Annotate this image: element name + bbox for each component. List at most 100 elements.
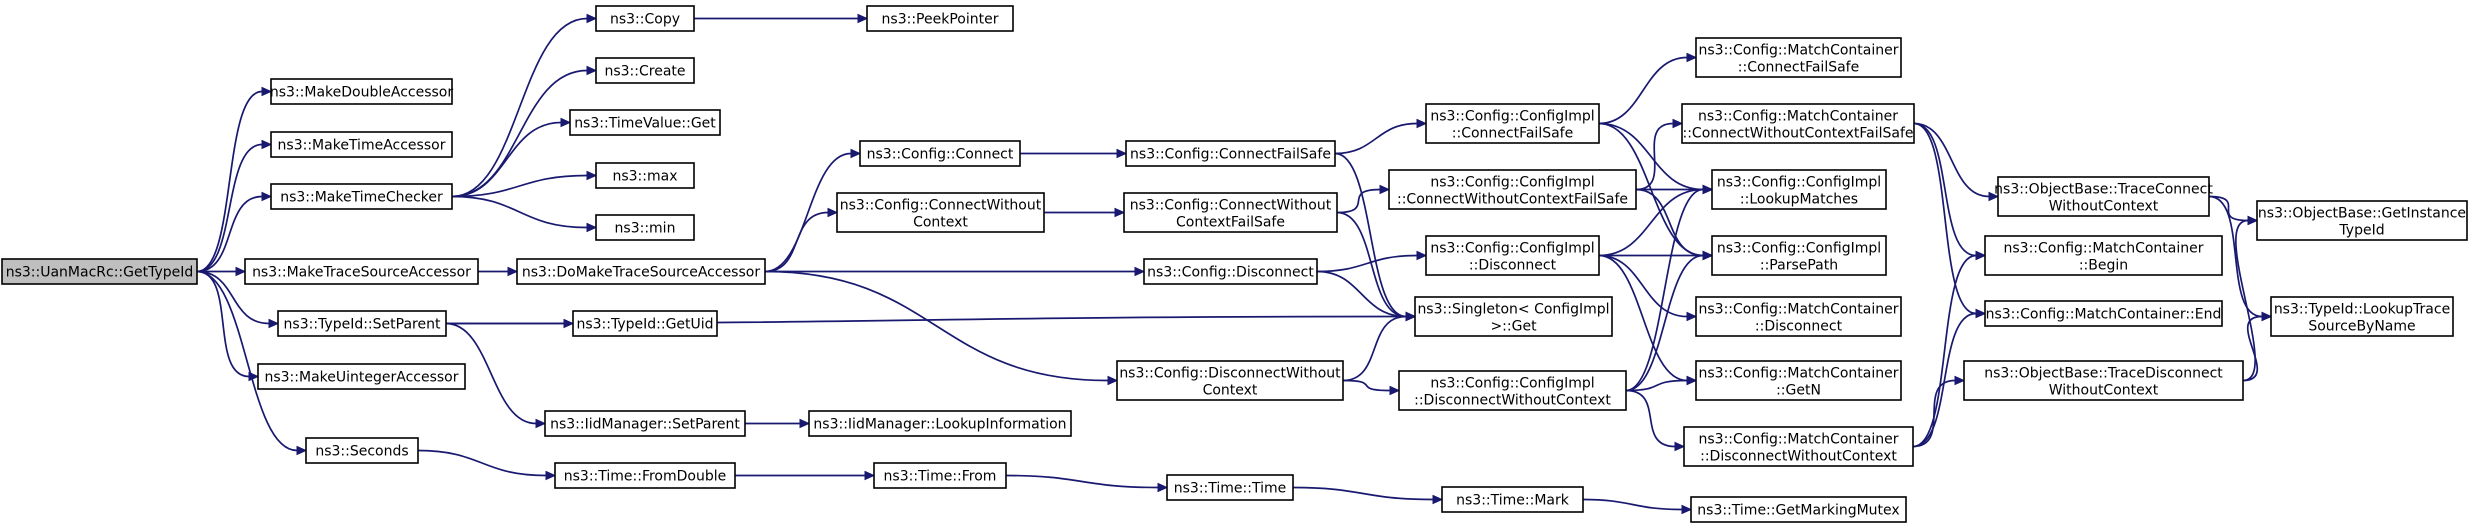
nodes-layer: ns3::UanMacRc::GetTypeId ns3::MakeDoubleA… — [1, 5, 2468, 523]
edge-arrowhead — [1954, 375, 1966, 386]
node-ns3-config-matchcontainer-getn[interactable]: ns3::Config::MatchContainer::GetN — [1695, 360, 1902, 401]
node-ns3-time-getmarkingmutex[interactable]: ns3::Time::GetMarkingMutex — [1690, 496, 1907, 523]
node-label: ns3::PeekPointer — [882, 12, 999, 28]
node-ns3-config-configimpl-connectfailsafe[interactable]: ns3::Config::ConfigImpl::ConnectFailSafe — [1425, 103, 1600, 144]
node-ns3-peekpointer[interactable]: ns3::PeekPointer — [866, 5, 1014, 32]
node-ns3-seconds[interactable]: ns3::Seconds — [305, 437, 419, 464]
node-label: ns3::TypeId::LookupTrace — [2274, 302, 2450, 318]
edge-arrowhead — [1389, 385, 1401, 396]
edge-line — [196, 195, 263, 273]
node-ns3-create[interactable]: ns3::Create — [595, 57, 695, 84]
edge-line — [1316, 270, 1407, 318]
node-label: ns3::Config::ConnectFailSafe — [1130, 147, 1331, 163]
edge-line — [451, 69, 588, 198]
node-ns3-makedoubleaccessor[interactable]: ns3::MakeDoubleAccessor — [270, 78, 453, 105]
node-ns3-time-mark[interactable]: ns3::Time::Mark — [1441, 486, 1584, 513]
node-ns3-config-connectwithout-context[interactable]: ns3::Config::ConnectWithoutContext — [836, 192, 1045, 233]
node-ns3-maketimechecker[interactable]: ns3::MakeTimeChecker — [270, 183, 453, 210]
edge-arrowhead — [296, 445, 308, 456]
node-ns3-iidmanager-lookupinformation[interactable]: ns3::IidManager::LookupInformation — [808, 410, 1072, 437]
edge-line — [1598, 254, 1688, 382]
node-label: ns3::Config::MatchContainer — [1699, 432, 1899, 448]
node-ns3-config-configimpl-disconnectwithoutcontext[interactable]: ns3::Config::ConfigImpl::DisconnectWitho… — [1398, 370, 1627, 411]
edge-arrowhead — [1686, 52, 1698, 63]
node-ns3-config-matchcontainer-begin[interactable]: ns3::Config::MatchContainer::Begin — [1984, 235, 2223, 276]
node-label: ns3::Config::Disconnect — [1147, 265, 1314, 281]
edge-line — [196, 143, 263, 273]
node-ns3-makeuintegeraccessor[interactable]: ns3::MakeUintegerAccessor — [257, 363, 466, 390]
edge-ns3-config-matchcontainer-connectwithoutcontextfailsafe-to-ns3-config-matchcontainer-end — [1913, 122, 1987, 319]
edge-ns3-config-matchcontainer-connectwithoutcontextfailsafe-to-ns3-objectbase-traceconnect-withoutcontext — [1913, 122, 2000, 202]
edge-line — [1635, 122, 1674, 191]
node-ns3-config-connectfailsafe[interactable]: ns3::Config::ConnectFailSafe — [1125, 140, 1336, 167]
edges-layer — [196, 13, 2273, 515]
edge-ns3-config-configimpl-connectwithoutcontextfailsafe-to-ns3-config-matchcontainer-connectwithoutcontextfailsafe — [1635, 118, 1684, 191]
node-ns3-min[interactable]: ns3::min — [595, 214, 695, 241]
edge-arrowhead — [1686, 375, 1698, 386]
node-ns3-domaketracesourceaccessor[interactable]: ns3::DoMakeTraceSourceAccessor — [516, 258, 766, 285]
edge-ns3-config-configimpl-disconnectwithoutcontext-to-ns3-config-matchcontainer-disconnectwithoutcontext — [1625, 389, 1686, 452]
node-box — [1695, 296, 1902, 337]
node-box — [1984, 235, 2223, 276]
edge-line — [1005, 474, 1159, 489]
edge-ns3-domaketracesourceaccessor-to-ns3-config-connect — [764, 148, 862, 273]
node-ns3-config-matchcontainer-end[interactable]: ns3::Config::MatchContainer::End — [1984, 300, 2223, 327]
node-ns3-objectbase-tracedisconnect-withoutcontext[interactable]: ns3::ObjectBase::TraceDisconnectWithoutC… — [1963, 360, 2244, 401]
node-ns3-config-disconnectwithout-context[interactable]: ns3::Config::DisconnectWithoutContext — [1116, 360, 1344, 401]
edge-arrowhead — [560, 117, 572, 128]
edge-ns3-config-connect-to-ns3-config-connectfailsafe — [1019, 148, 1128, 159]
node-ns3-maketracesourceaccessor[interactable]: ns3::MakeTraceSourceAccessor — [244, 258, 479, 285]
node-ns3-typeid-getuid[interactable]: ns3::TypeId::GetUid — [572, 310, 718, 337]
node-ns3-config-disconnect[interactable]: ns3::Config::Disconnect — [1143, 258, 1318, 285]
node-ns3-config-matchcontainer-disconnectwithoutcontext[interactable]: ns3::Config::MatchContainer::DisconnectW… — [1683, 426, 1914, 467]
node-ns3-config-matchcontainer-connectwithoutcontextfailsafe[interactable]: ns3::Config::MatchContainer::ConnectWith… — [1681, 103, 1915, 144]
node-ns3-config-matchcontainer-connectfailsafe[interactable]: ns3::Config::MatchContainer::ConnectFail… — [1695, 37, 1902, 78]
edge-arrowhead — [2261, 311, 2273, 322]
node-ns3-copy[interactable]: ns3::Copy — [595, 5, 695, 32]
node-label: ns3::UanMacRc::GetTypeId — [6, 265, 194, 281]
edge-arrowhead — [261, 86, 273, 97]
node-ns3-config-configimpl-lookupmatches[interactable]: ns3::Config::ConfigImpl::LookupMatches — [1711, 169, 1887, 210]
node-box — [1683, 426, 1914, 467]
edge-ns3-config-disconnect-to-ns3-singleton-configimpl-get — [1316, 270, 1417, 322]
node-ns3-maketimeaccessor[interactable]: ns3::MakeTimeAccessor — [270, 131, 453, 158]
node-ns3-config-connect[interactable]: ns3::Config::Connect — [859, 140, 1021, 167]
node-ns3-time-from[interactable]: ns3::Time::From — [873, 462, 1007, 489]
node-ns3-iidmanager-setparent[interactable]: ns3::IidManager::SetParent — [544, 410, 746, 437]
edge-ns3-maketimechecker-to-ns3-copy — [451, 13, 598, 198]
node-ns3-config-configimpl-parsepath[interactable]: ns3::Config::ConfigImpl::ParsePath — [1711, 235, 1887, 276]
node-box — [1441, 486, 1584, 513]
edge-ns3-uanmacrc-gettypeid-to-ns3-makedoubleaccessor — [196, 86, 273, 273]
edge-arrowhead — [1702, 184, 1714, 195]
node-label: ::ConnectFailSafe — [1738, 60, 1859, 76]
node-ns3-max[interactable]: ns3::max — [595, 162, 695, 189]
node-ns3-timevalue-get[interactable]: ns3::TimeValue::Get — [569, 109, 721, 136]
edge-line — [1913, 122, 1977, 257]
edge-line — [1598, 188, 1704, 257]
node-box — [1997, 176, 2210, 217]
node-ns3-uanmacrc-gettypeid[interactable]: ns3::UanMacRc::GetTypeId — [1, 258, 198, 285]
node-ns3-config-matchcontainer-disconnect[interactable]: ns3::Config::MatchContainer::Disconnect — [1695, 296, 1902, 337]
node-ns3-time-fromdouble[interactable]: ns3::Time::FromDouble — [554, 462, 736, 489]
node-box — [270, 78, 453, 105]
edge-line — [196, 270, 250, 378]
node-ns3-config-connectwithout-contextfailsafe[interactable]: ns3::Config::ConnectWithoutContextFailSa… — [1123, 192, 1338, 233]
edge-arrowhead — [586, 222, 598, 233]
node-ns3-objectbase-traceconnect-withoutcontext[interactable]: ns3::ObjectBase::TraceConnectWithoutCont… — [1994, 176, 2213, 217]
node-box — [1984, 300, 2223, 327]
edge-arrowhead — [261, 191, 273, 202]
edge-line — [1336, 211, 1407, 318]
node-label: ::ParsePath — [1760, 258, 1838, 274]
edge-arrowhead — [586, 65, 598, 76]
node-ns3-config-configimpl-disconnect[interactable]: ns3::Config::ConfigImpl::Disconnect — [1425, 235, 1600, 276]
edge-line — [1334, 152, 1407, 318]
node-ns3-singleton-configimpl-get[interactable]: ns3::Singleton< ConfigImpl >::Get — [1414, 296, 1613, 337]
edge-arrowhead — [1134, 266, 1146, 277]
node-label: ns3::MakeTimeChecker — [280, 190, 443, 206]
node-ns3-config-configimpl-connectwithoutcontextfailsafe[interactable]: ns3::Config::ConfigImpl::ConnectWithoutC… — [1388, 169, 1637, 210]
node-ns3-typeid-setparent[interactable]: ns3::TypeId::SetParent — [277, 310, 447, 337]
edge-ns3-copy-to-ns3-peekpointer — [694, 13, 869, 24]
node-ns3-time-time[interactable]: ns3::Time::Time — [1166, 474, 1294, 501]
